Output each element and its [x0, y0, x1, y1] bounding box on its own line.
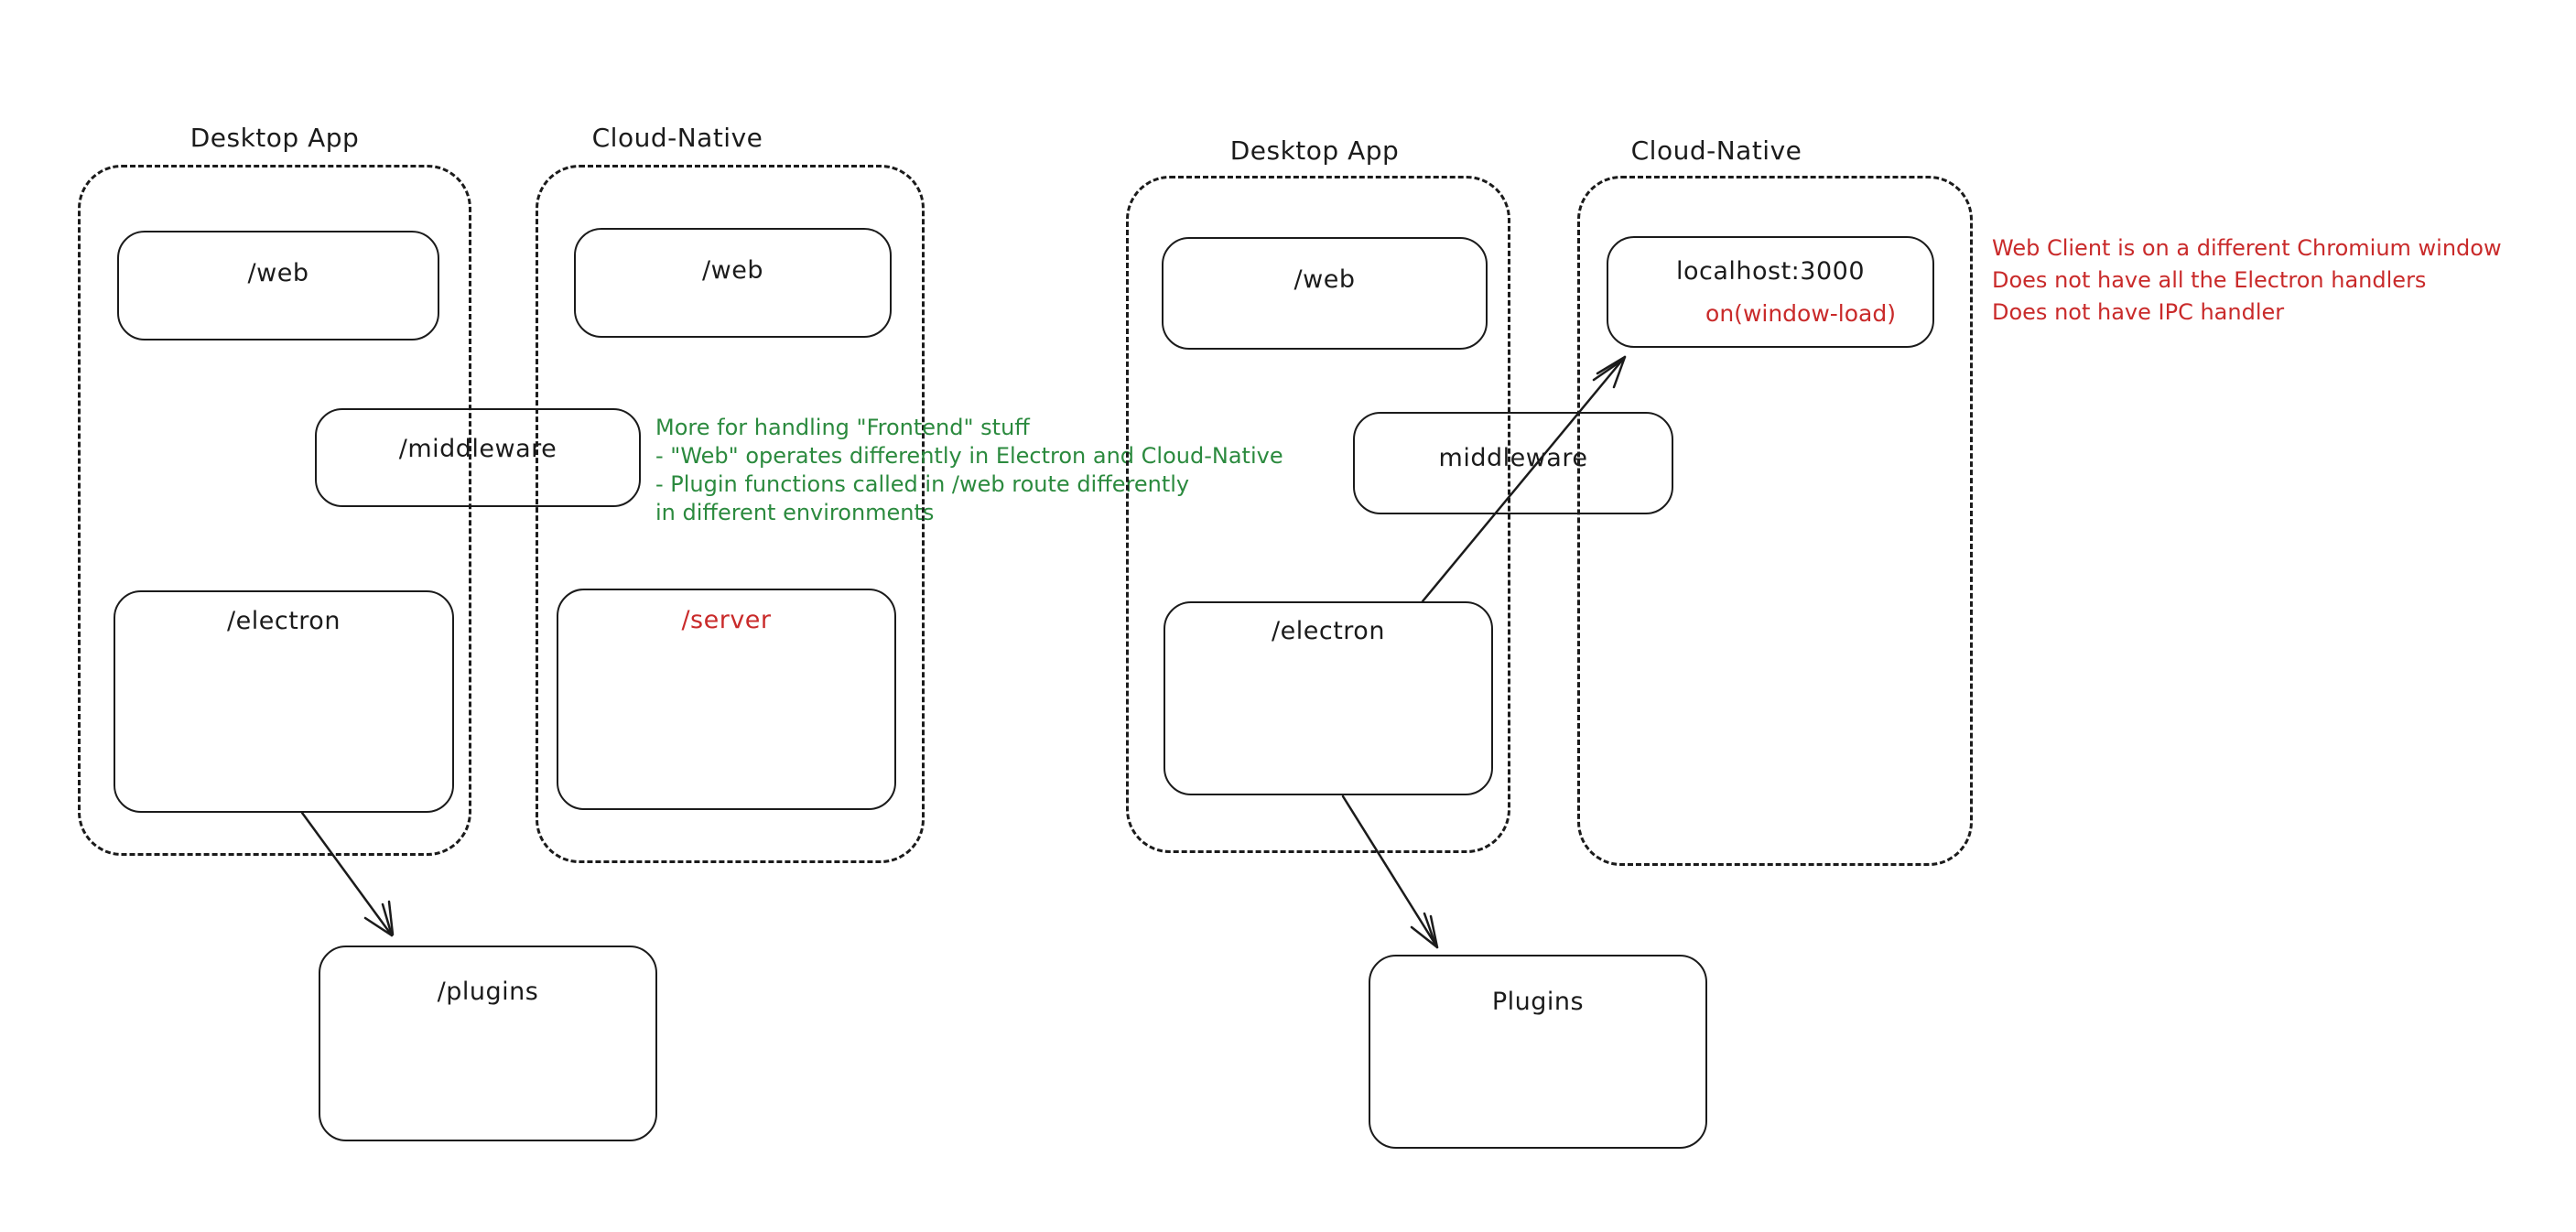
left-plugins-label: /plugins: [437, 978, 539, 1006]
right-electron-label: /electron: [1272, 617, 1385, 645]
right-red-note[interactable]: Web Client is on a different Chromium wi…: [1992, 232, 2502, 329]
annotation-line: - "Web" operates differently in Electron…: [655, 443, 1283, 469]
annotation-line: - Plugin functions called in /web route …: [655, 471, 1190, 497]
annotation-line: Does not have IPC handler: [1992, 299, 2285, 325]
right-web-label: /web: [1293, 265, 1356, 294]
right-localhost-label: localhost:3000: [1675, 257, 1865, 286]
left-electron-box[interactable]: /electron: [114, 590, 454, 813]
arrow-right-electron-to-plugins[interactable]: [1341, 794, 1439, 949]
left-web-desktop-label: /web: [247, 259, 309, 287]
left-middleware-box[interactable]: /middleware: [315, 408, 641, 507]
right-desktop-app-container[interactable]: [1126, 176, 1510, 853]
right-desktop-app-label: Desktop App: [1229, 135, 1400, 166]
right-cloud-native-label: Cloud-Native: [1630, 135, 1802, 166]
left-web-cloud-label: /web: [702, 256, 763, 285]
left-cloud-native-container[interactable]: [536, 165, 925, 863]
annotation-line: More for handling "Frontend" stuff: [655, 415, 1030, 440]
right-plugins-box[interactable]: Plugins: [1369, 955, 1707, 1149]
annotation-line: Web Client is on a different Chromium wi…: [1992, 235, 2502, 261]
arrow-right-electron-to-localhost[interactable]: [1421, 355, 1627, 603]
right-cloud-native-container[interactable]: [1577, 176, 1973, 866]
left-middleware-label: /middleware: [398, 435, 557, 463]
left-electron-label: /electron: [227, 607, 341, 635]
left-desktop-app-container[interactable]: [78, 165, 471, 856]
left-green-note[interactable]: More for handling "Frontend" stuff - "We…: [655, 414, 1283, 527]
left-web-desktop-box[interactable]: /web: [117, 231, 439, 340]
left-plugins-box[interactable]: /plugins: [319, 946, 657, 1141]
left-desktop-app-label: Desktop App: [189, 123, 360, 153]
annotation-line: Does not have all the Electron handlers: [1992, 267, 2427, 293]
right-electron-box[interactable]: /electron: [1164, 601, 1493, 795]
right-window-load-label: on(window-load): [1705, 300, 1896, 327]
arrow-left-electron-to-plugins[interactable]: [300, 811, 395, 937]
left-server-label: /server: [681, 606, 772, 634]
left-cloud-native-label: Cloud-Native: [591, 123, 763, 153]
right-middleware-label: middleware: [1438, 444, 1588, 472]
left-web-cloud-box[interactable]: /web: [574, 228, 892, 338]
right-web-box[interactable]: /web: [1162, 237, 1488, 350]
left-server-box[interactable]: /server: [557, 589, 896, 810]
annotation-line: in different environments: [655, 500, 935, 525]
right-middleware-box[interactable]: middleware: [1353, 412, 1673, 514]
right-plugins-label: Plugins: [1491, 988, 1585, 1016]
right-localhost-box[interactable]: localhost:3000 on(window-load): [1607, 236, 1934, 348]
